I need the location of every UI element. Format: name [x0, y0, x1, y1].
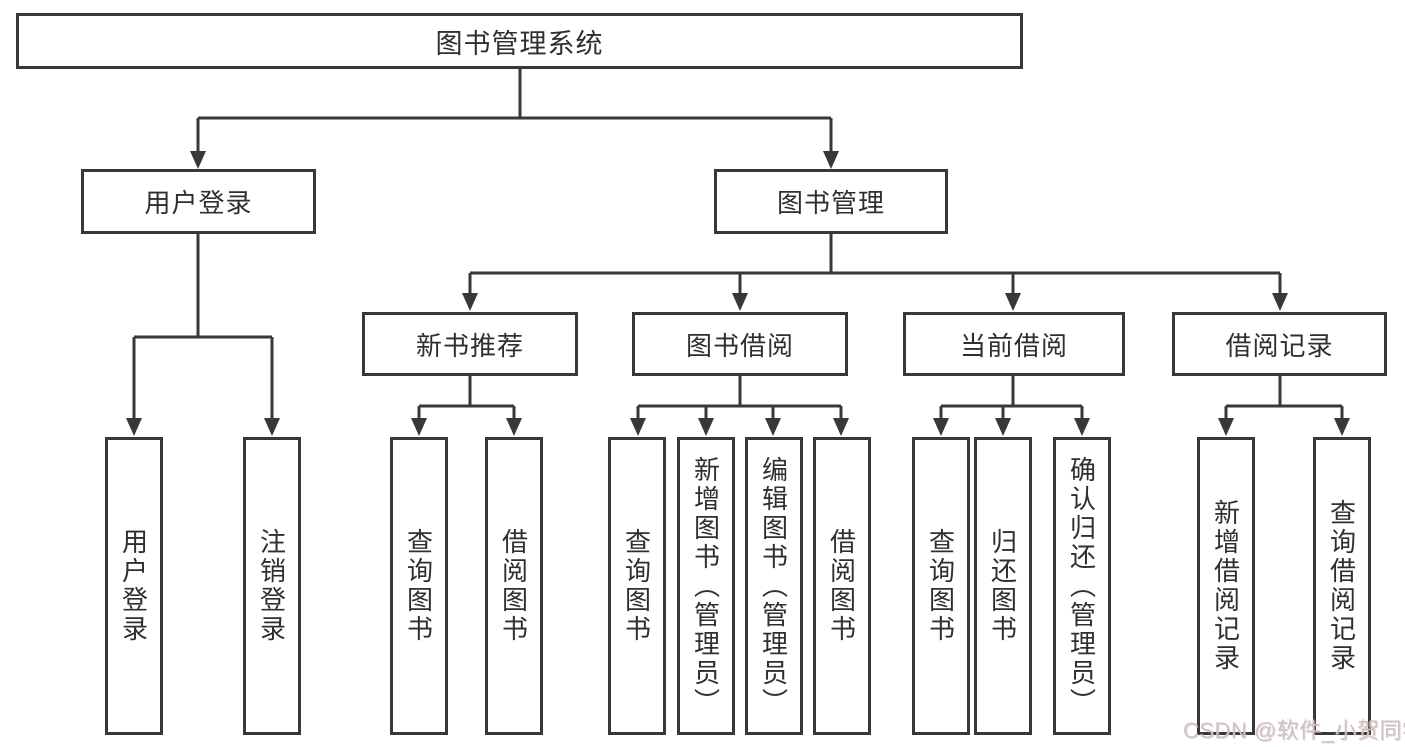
leaf-logout: 注销登录	[243, 437, 301, 735]
node-new-book-recommend: 新书推荐	[362, 312, 578, 376]
leaf-edit-books-admin: 编辑图书（管理员）	[745, 437, 803, 735]
node-borrowing-records: 借阅记录	[1172, 312, 1387, 376]
leaf-borrow-books: 借阅图书	[813, 437, 871, 735]
leaf-add-books-admin: 新增图书（管理员）	[677, 437, 735, 735]
node-user-login: 用户登录	[81, 169, 316, 234]
arrowheads	[126, 151, 1350, 436]
leaf-add-borrow-record: 新增借阅记录	[1197, 437, 1255, 735]
leaf-return-books: 归还图书	[974, 437, 1032, 735]
leaf-confirm-return-admin: 确认归还（管理员）	[1053, 437, 1111, 735]
leaf-user-login: 用户登录	[105, 437, 163, 735]
node-book-borrowing: 图书借阅	[632, 312, 848, 376]
leaf-query-books-current: 查询图书	[912, 437, 970, 735]
leaf-query-books-borrow: 查询图书	[608, 437, 666, 735]
leaf-query-borrow-record: 查询借阅记录	[1313, 437, 1371, 735]
node-current-borrowing: 当前借阅	[903, 312, 1125, 376]
leaf-query-books-recommend: 查询图书	[390, 437, 448, 735]
node-library-management-system: 图书管理系统	[16, 13, 1023, 69]
csdn-watermark: CSDN @软件_小贺同学	[1183, 718, 1405, 743]
node-book-management: 图书管理	[714, 169, 948, 234]
leaf-borrow-books-recommend: 借阅图书	[485, 437, 543, 735]
